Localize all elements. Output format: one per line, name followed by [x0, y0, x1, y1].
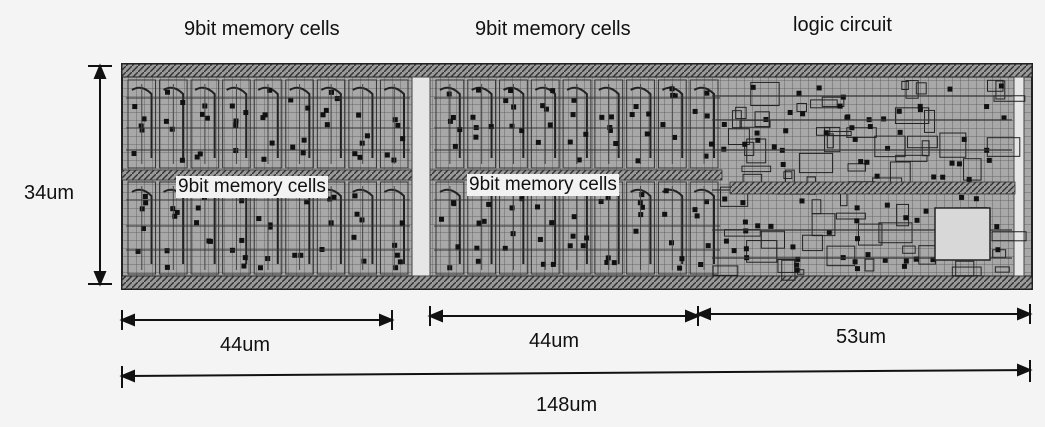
dimension-label-width-total: 148um [536, 394, 598, 416]
height-dimension [88, 63, 112, 287]
width-dimension-middle [427, 306, 701, 326]
logic-circuit-block [712, 79, 1027, 281]
dimension-label-width-left: 44um [220, 334, 271, 356]
width-dimension-left [119, 310, 395, 330]
label-top-middle-memory-cells: 9bit memory cells [475, 18, 631, 40]
label-logic-circuit: logic circuit [793, 14, 892, 36]
dimension-label-height: 34um [24, 182, 75, 204]
width-dimension-total [119, 360, 1033, 388]
label-top-left-memory-cells: 9bit memory cells [184, 18, 340, 40]
dimension-label-width-middle: 44um [529, 330, 580, 352]
width-dimension-right [695, 304, 1033, 324]
label-inner-middle-memory-cells: 9bit memory cells [467, 174, 619, 196]
label-inner-left-memory-cells: 9bit memory cells [176, 176, 328, 198]
dimension-label-width-right: 53um [836, 326, 887, 348]
